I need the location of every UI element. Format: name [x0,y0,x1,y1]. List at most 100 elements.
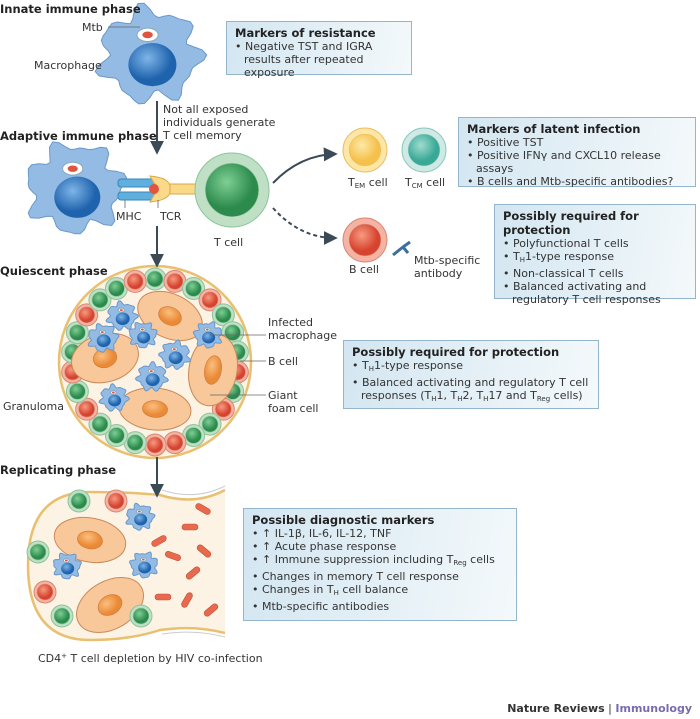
mtb-bacterium [140,328,144,331]
box-list-item: ↑ IL-1β, IL-6, IL-12, TNF [252,527,508,540]
tem-cell [342,127,388,173]
cell-nucleus [69,324,86,341]
text-segment: Balanced activating and regulatory T cel… [512,280,661,306]
infected-macrophage [53,552,82,580]
cell-nucleus [36,583,54,601]
cell-nucleus [224,324,241,341]
text-segment: Positive IFNγ and CXCL10 release assays [476,149,661,175]
granuloma-label: Granuloma [3,400,64,413]
text-segment: Polyfunctional T cells [513,237,629,250]
cell-nucleus [78,306,95,324]
cell-nucleus [132,607,150,625]
text-segment: 1-type response [525,250,614,263]
mtb-bacterium [205,328,209,331]
macrophage-label: Macrophage [34,59,102,72]
lesion-cell [129,604,153,628]
box-list-item: B cells and Mtb-specific antibodies? [467,175,687,188]
text-segment: Balanced activating and regulatory T cel… [361,376,589,402]
infected-macrophage [105,300,140,331]
box-list-item: TH1-type response [503,250,687,267]
giant-foam-cell [53,516,127,564]
granuloma-cell [123,269,147,293]
box-title: Possibly required for protection [503,209,639,237]
granuloma-cell [75,303,99,327]
cell-nucleus [126,273,144,290]
antibody-label: Mtb-specific antibody [414,254,480,280]
text-segment: H [368,365,374,373]
cell-nucleus [78,400,95,418]
tcr-label: TCR [160,210,182,223]
cell-nucleus [146,270,164,288]
macrophage-nucleus [108,394,122,407]
mtb-bacterium-extracellular [181,523,199,531]
box-list-item: ↑ Acute phase response [252,540,508,553]
bacterium-rod [196,544,212,558]
latent-infection-markers-box: Markers of latent infectionPositive TSTP… [458,117,696,188]
text-segment: Changes in memory T cell response [262,570,459,583]
mtb-bacterium-extracellular [151,535,167,547]
foam-cell-nucleus [77,530,103,550]
box-title: Markers of resistance [235,26,376,40]
granuloma-b-cell-label: B cell [268,355,298,368]
infected-macrophage [192,321,223,349]
macrophage-nucleus [145,373,160,387]
tem-cell-label: TEM cell [348,176,388,193]
text-segment: H [519,256,525,264]
lesion-cell [26,540,50,564]
infected-macrophage [125,502,156,531]
box-title: Markers of latent infection [467,122,641,136]
granuloma-cell [143,433,167,457]
foam-cell-nucleus [97,594,123,616]
journal-footer: Nature Reviews | Immunology [507,702,692,715]
cell-nucleus [205,163,259,217]
mtb-bacterium-extracellular [154,593,172,601]
cell-nucleus [108,280,125,297]
macrophage-nucleus [54,176,101,218]
granuloma-cell [104,423,128,447]
label-line: Infected [268,316,313,329]
mtb-antigen [149,184,159,194]
text-segment: cell [422,176,446,189]
box-list-item: Mtb-specific antibodies [252,600,508,613]
cell-nucleus [166,434,184,451]
bacterium-rod [151,535,167,547]
resistance-markers-box: Markers of resistanceNegative TST and IG… [226,21,412,79]
mtb-bacterium [172,348,176,351]
granuloma-cell [211,303,235,327]
text-segment: Negative TST and IGRA results after repe… [244,40,373,79]
giant-foam-cell [76,577,144,633]
note-line: T cell memory [163,129,242,142]
granuloma-cell [143,267,167,291]
mtb-bacterium-extracellular [165,550,181,562]
granuloma-cell [65,379,89,403]
lesion-cell [50,604,74,628]
infected-macrophage [98,382,130,412]
hiv-caption: CD4+ T cell depletion by HIV co-infectio… [38,650,263,665]
cell-nucleus [53,607,71,625]
giant-foam-cell-label: Giant foam cell [268,389,318,415]
granuloma-cell [221,321,245,345]
granuloma-cell [75,397,99,421]
cell-nucleus [70,492,88,510]
cell-nucleus [91,415,109,433]
box-list-item: Polyfunctional T cells [503,237,687,250]
bacterium-rod [181,523,199,531]
mtb-bacterium [142,31,153,39]
granuloma-cell [88,412,112,436]
infected-macrophage [158,339,192,370]
mtb-bacterium [67,165,78,172]
giant-foam-cell [118,387,192,431]
box-list-item: Changes in TH cell balance [252,583,508,600]
lesion-outer-wall [161,485,226,638]
lesion-cell [67,489,91,513]
footer-separator: | [604,702,616,715]
bacterium-rod [165,550,181,562]
cell-nucleus [201,415,219,433]
box-list: ↑ IL-1β, IL-6, IL-12, TNF↑ Acute phase r… [252,527,508,613]
macrophage-nucleus [202,331,216,344]
foam-cell-nucleus [142,400,168,418]
lesion-cell [33,580,57,604]
label-line: macrophage [268,329,337,342]
box-list-item: Balanced activating and regulatory T cel… [352,376,590,406]
